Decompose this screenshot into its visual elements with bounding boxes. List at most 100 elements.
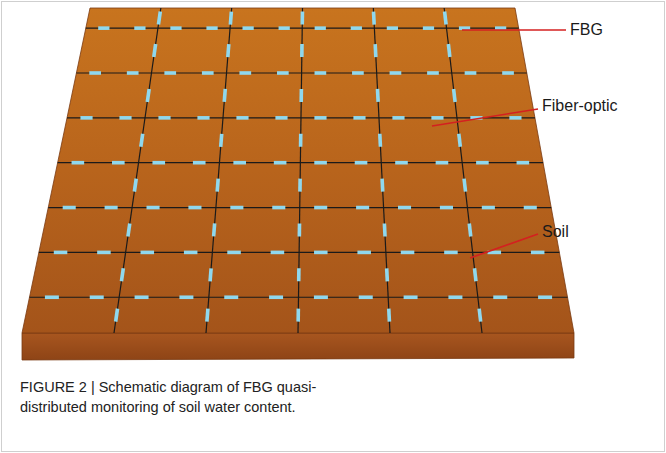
- fbg-sensor: [300, 44, 304, 57]
- fiber-optic-line: [206, 8, 232, 333]
- fiber-optic-line: [444, 8, 482, 333]
- fbg-sensor: [448, 295, 462, 299]
- fbg-sensor: [119, 116, 131, 120]
- fbg-sensor: [193, 161, 206, 165]
- fbg-sensor: [476, 161, 489, 165]
- fbg-sensor: [352, 71, 364, 75]
- fbg-sensor: [482, 206, 495, 210]
- fbg-sensor: [502, 71, 514, 75]
- fbg-sensor: [135, 295, 149, 299]
- fbg-sensor: [116, 309, 118, 322]
- fbg-sensor: [112, 161, 125, 165]
- fbg-sensor: [98, 26, 109, 30]
- fiber-optic-line: [114, 8, 161, 333]
- fbg-sensor: [444, 251, 458, 255]
- fbg-sensor: [493, 295, 507, 299]
- fbg-sensor: [479, 309, 481, 322]
- fbg-sensor: [538, 295, 552, 299]
- fbg-sensor: [90, 295, 104, 299]
- fbg-sensor: [224, 89, 225, 102]
- fbg-sensor: [359, 295, 373, 299]
- fbg-sensor: [134, 26, 145, 30]
- fbg-sensor: [355, 161, 368, 165]
- fbg-sensor: [217, 179, 218, 192]
- fbg-sensor: [440, 206, 453, 210]
- fbg-sensor: [239, 71, 251, 75]
- fbg-sensor: [206, 26, 217, 30]
- fbg-sensor: [141, 251, 155, 255]
- fbg-sensor: [357, 251, 371, 255]
- fbg-sensor: [279, 26, 290, 30]
- fbg-sensor: [474, 268, 476, 281]
- fbg-sensor: [202, 71, 214, 75]
- fbg-sensor: [315, 71, 327, 75]
- fbg-sensor: [454, 89, 456, 102]
- fbg-sensor: [380, 179, 384, 192]
- fbg-sensor: [127, 71, 139, 75]
- part-label: FBG: [570, 20, 603, 39]
- fbg-sensor: [271, 251, 285, 255]
- fbg-sensor: [464, 179, 466, 192]
- fbg-sensor: [45, 295, 59, 299]
- leader-line: [470, 234, 538, 258]
- fbg-sensor: [147, 89, 149, 102]
- fbg-sensor: [385, 268, 389, 281]
- fbg-sensor: [242, 26, 253, 30]
- fbg-sensor: [277, 71, 289, 75]
- fbg-sensor: [315, 26, 326, 30]
- fbg-sensor: [128, 223, 130, 236]
- fbg-sensor: [387, 309, 391, 322]
- fbg-sensor: [356, 206, 369, 210]
- fbg-sensor: [314, 161, 327, 165]
- fbg-sensor: [314, 251, 328, 255]
- figure-caption: FIGURE 2 | Schematic diagram of FBG quas…: [20, 378, 355, 417]
- fbg-sensor: [351, 26, 362, 30]
- fbg-sensor: [146, 206, 159, 210]
- fbg-sensor: [179, 295, 193, 299]
- fbg-sensor: [373, 44, 377, 57]
- fiber-grid: [29, 8, 567, 333]
- fbg-sensor: [459, 134, 461, 147]
- fbg-sensor: [423, 26, 434, 30]
- fbg-sensor: [298, 223, 302, 236]
- fbg-sensor: [436, 161, 449, 165]
- fbg-sensor: [188, 206, 201, 210]
- fbg-sensor: [353, 116, 365, 120]
- fbg-sensor: [228, 44, 229, 57]
- leader-line: [462, 29, 566, 31]
- fbg-sensor: [72, 161, 85, 165]
- fbg-sensor: [297, 268, 301, 281]
- fbg-sensor: [392, 116, 404, 120]
- fbg-sensor: [214, 223, 215, 236]
- fbg-sensor: [376, 89, 380, 102]
- fbg-sensor: [236, 116, 248, 120]
- fbg-sensor: [233, 161, 246, 165]
- fbg-sensor: [89, 71, 101, 75]
- fbg-sensor: [469, 223, 471, 236]
- fbg-sensor: [314, 116, 326, 120]
- fbg-sensor: [296, 309, 300, 322]
- fbg-sensor: [372, 12, 376, 25]
- fbg-sensor: [224, 295, 238, 299]
- fbg-sensor: [387, 26, 398, 30]
- fbg-sensor: [141, 134, 143, 147]
- fbg-sensor: [300, 12, 304, 25]
- fbg-sensor: [184, 251, 198, 255]
- fbg-sensor: [158, 12, 160, 25]
- leader-line: [432, 109, 538, 126]
- fbg-sensor: [524, 206, 537, 210]
- fbg-sensor: [221, 134, 222, 147]
- fbg-sensor: [164, 71, 176, 75]
- fbg-sensor: [404, 295, 418, 299]
- fbg-sensor: [395, 161, 408, 165]
- fbg-sensor: [80, 116, 92, 120]
- fiber-optic-line: [298, 8, 303, 333]
- fbg-sensor: [390, 71, 402, 75]
- fbg-sensor: [314, 295, 328, 299]
- fbg-sensor: [269, 295, 283, 299]
- fbg-sensor: [207, 309, 208, 322]
- fbg-sensor: [54, 251, 68, 255]
- fbg-sensor: [97, 251, 111, 255]
- fbg-sensor: [465, 71, 477, 75]
